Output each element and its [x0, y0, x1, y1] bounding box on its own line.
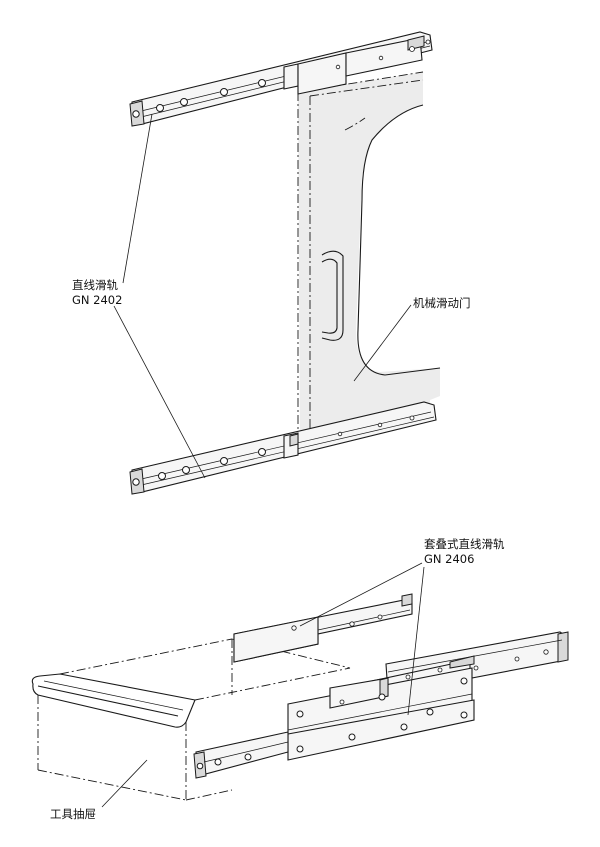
near-telescopic-rail	[193, 631, 569, 779]
sliding-door-leader	[353, 304, 412, 382]
tool-drawer-text: 工具抽屉	[50, 807, 96, 821]
telescopic-rail-name-text: 套叠式直线滑轨	[424, 537, 505, 551]
sliding-door-text: 机械滑动门	[413, 296, 471, 310]
linear-rail-leader-top	[122, 113, 153, 284]
telescopic-rail-label: 套叠式直线滑轨 GN 2406	[424, 537, 505, 566]
far-telescopic-rail	[233, 593, 413, 663]
linear-rail-name-text: 直线滑轨	[72, 278, 118, 292]
sliding-door-label: 机械滑动门	[413, 296, 471, 310]
door-handle	[321, 250, 344, 341]
linear-rail-leader-bottom	[113, 305, 206, 479]
telescopic-rail-leader-near	[407, 566, 425, 716]
linear-rail-label: 直线滑轨 GN 2402	[72, 278, 122, 307]
tool-drawer-label: 工具抽屉	[50, 807, 96, 821]
linear-rail-code-text: GN 2402	[72, 293, 122, 307]
sliding-door	[297, 71, 441, 449]
top-linear-rail	[129, 31, 433, 127]
telescopic-rail-leader-far	[299, 562, 423, 627]
bottom-linear-rail	[129, 401, 437, 495]
telescopic-rail-code-text: GN 2406	[424, 552, 474, 566]
tool-drawer-leader	[101, 759, 148, 808]
